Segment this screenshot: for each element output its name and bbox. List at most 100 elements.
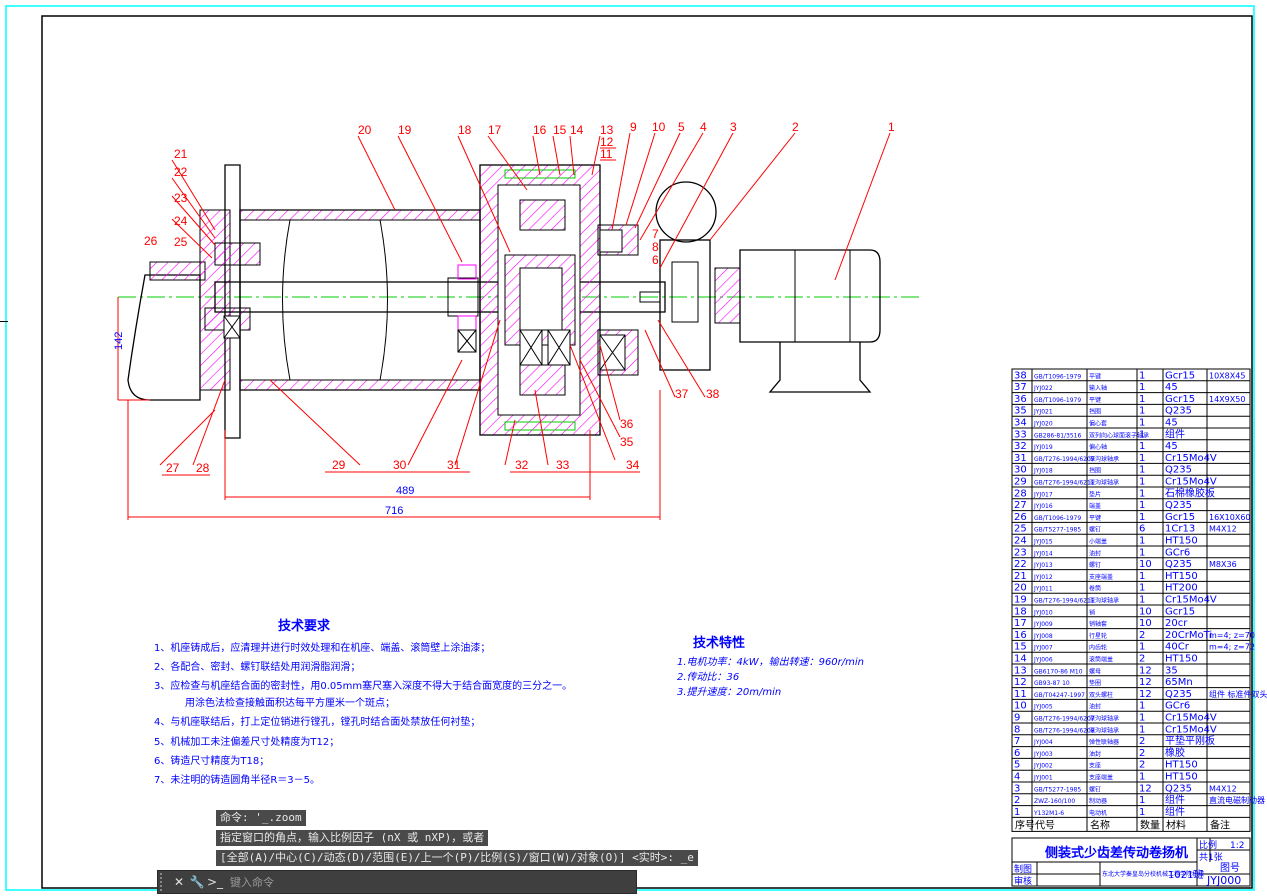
- bom-cell: 27: [1014, 500, 1027, 511]
- bom-cell: Y132M1-6: [1033, 810, 1064, 817]
- bom-cell: GB/T276-1994/6211: [1034, 480, 1095, 487]
- bom-header-cell: 序号: [1015, 818, 1035, 831]
- bom-header-cell: 名称: [1090, 818, 1110, 831]
- bom-cell: 35: [1014, 406, 1027, 417]
- bom-cell: 组件: [1165, 793, 1185, 806]
- bom-cell: 1: [1139, 394, 1145, 405]
- bom-cell: HT200: [1165, 583, 1198, 594]
- command-input[interactable]: [224, 872, 636, 892]
- bom-cell: GB6170-86 M10: [1034, 668, 1083, 675]
- bom-cell: 21: [1014, 571, 1027, 582]
- bom-cell: 9: [1014, 713, 1020, 724]
- tech-char-item: 3.提升速度：20m/min: [677, 686, 781, 698]
- bom-cell: m=4; z=70: [1209, 631, 1255, 640]
- bom-cell: 弹性联轴器: [1089, 738, 1119, 746]
- bom-cell: GB/T5277-1985: [1034, 527, 1081, 534]
- bom-cell: 8: [1014, 724, 1020, 735]
- bom-cell: 平垫平刚板: [1165, 734, 1215, 747]
- tech-req-item: 6、铸造尺寸精度为T18；: [154, 754, 269, 767]
- balloon-22: 22: [174, 165, 188, 179]
- command-history-line: [全部(A)/中心(C)/动态(D)/范围(E)/上一个(P)/比例(S)/窗口…: [216, 850, 698, 866]
- bom-cell: 卷筒: [1089, 585, 1101, 593]
- bom-cell: 20CrMoTi: [1165, 630, 1212, 641]
- balloon-4: 4: [700, 120, 707, 134]
- balloon-21: 21: [174, 147, 188, 161]
- balloon-25: 25: [174, 235, 188, 249]
- bom-cell: 12: [1139, 783, 1152, 794]
- winch-assembly: [117, 164, 920, 520]
- bom-cell: 20: [1014, 583, 1027, 594]
- balloon-18: 18: [458, 123, 472, 137]
- bom-cell: HT150: [1165, 772, 1198, 783]
- bom-cell: JYJ020: [1033, 421, 1053, 428]
- leader-lines: [159, 132, 891, 466]
- balloon-35: 35: [620, 435, 634, 449]
- bom-cell: HT150: [1165, 536, 1198, 547]
- bom-cell: 行星轮: [1089, 632, 1107, 640]
- bom-cell: GCr6: [1165, 547, 1190, 558]
- balloon-numbers: 20 19 18 17 16 15 14 13 12 11 9 10 5 4 3…: [144, 120, 895, 475]
- bom-cell: 挡圈: [1089, 408, 1101, 416]
- bom-cell: 11: [1014, 689, 1027, 700]
- bom-cell: 16X10X60: [1209, 513, 1251, 522]
- bom-cell: 3: [1014, 783, 1020, 794]
- prompt-icon[interactable]: >_: [206, 875, 224, 889]
- bom-cell: JYJ004: [1033, 739, 1053, 746]
- grip-handle[interactable]: [160, 873, 170, 891]
- wrench-icon[interactable]: 🔧: [189, 875, 205, 889]
- bom-cell: 10: [1139, 618, 1152, 629]
- class-name: 1021班: [1168, 869, 1203, 881]
- bom-cell: HT150: [1165, 571, 1198, 582]
- command-bar: ✕ 🔧 >_: [157, 870, 637, 894]
- bom-cell: 深沟球轴承: [1089, 597, 1119, 605]
- bom-cell: JYJ003: [1033, 751, 1053, 758]
- bom-cell: 1: [1139, 724, 1145, 735]
- bom-cell: 31: [1014, 453, 1027, 464]
- bom-header-cell: 数量: [1140, 818, 1160, 831]
- bom-cell: 1: [1139, 772, 1145, 783]
- bom-cell: 26: [1014, 512, 1027, 523]
- check-label: 审核: [1014, 875, 1032, 887]
- bom-cell: 12: [1139, 689, 1152, 700]
- bom-cell: 4: [1014, 772, 1020, 783]
- scale-label: 比例: [1199, 839, 1217, 851]
- sheets-label: 共1张: [1199, 852, 1223, 863]
- bom-cell: 橡胶: [1165, 746, 1185, 759]
- bom-cell: Cr15Mo4V: [1165, 453, 1217, 464]
- inner-frame: [41, 15, 1253, 889]
- bom-cell: GB93-87 10: [1034, 680, 1070, 687]
- bom-header-cell: 材料: [1166, 818, 1186, 831]
- bom-cell: 深沟球轴承: [1089, 455, 1119, 463]
- tech-req-item: 1、机座铸成后，应清理并进行时效处理和在机座、端盖、滚筒壁上涂油漆；: [154, 641, 490, 654]
- balloon-9: 9: [630, 120, 637, 134]
- bom-cell: Q235: [1165, 559, 1192, 570]
- bom-cell: 45: [1165, 441, 1178, 452]
- bom-cell: JYJ014: [1033, 550, 1053, 557]
- bom-cell: 1: [1139, 795, 1145, 806]
- balloon-3: 3: [730, 120, 737, 134]
- bom-cell: 组件 标准件双头螺柱: [1209, 689, 1267, 699]
- drawn-label: 制图: [1014, 863, 1032, 875]
- bom-cell: 12: [1139, 665, 1152, 676]
- bom-cell: 7: [1014, 736, 1020, 747]
- bom-cell: Q235: [1165, 406, 1192, 417]
- bom-cell: Q235: [1165, 465, 1192, 476]
- balloon-19: 19: [398, 123, 412, 137]
- bom-cell: 5: [1014, 760, 1020, 771]
- bom-cell: 1: [1139, 536, 1145, 547]
- bom-cell: 螺钉: [1089, 561, 1101, 569]
- balloon-1: 1: [888, 120, 895, 134]
- balloon-36: 36: [620, 417, 634, 431]
- balloon-16: 16: [533, 123, 547, 137]
- bom-cell: M4X12: [1209, 784, 1237, 793]
- close-icon[interactable]: ✕: [173, 875, 185, 889]
- command-history-line: 指定窗口的角点，输入比例因子 (nX 或 nXP)，或者: [216, 830, 489, 846]
- bom-cell: Gcr15: [1165, 512, 1195, 523]
- balloon-27: 27: [166, 461, 180, 475]
- bom-cell: 10: [1139, 606, 1152, 617]
- bom-cell: 25: [1014, 524, 1027, 535]
- bom-cell: 1: [1139, 488, 1145, 499]
- bom-cell: GB/T5277-1985: [1034, 786, 1081, 793]
- bom-cell: 19: [1014, 595, 1027, 606]
